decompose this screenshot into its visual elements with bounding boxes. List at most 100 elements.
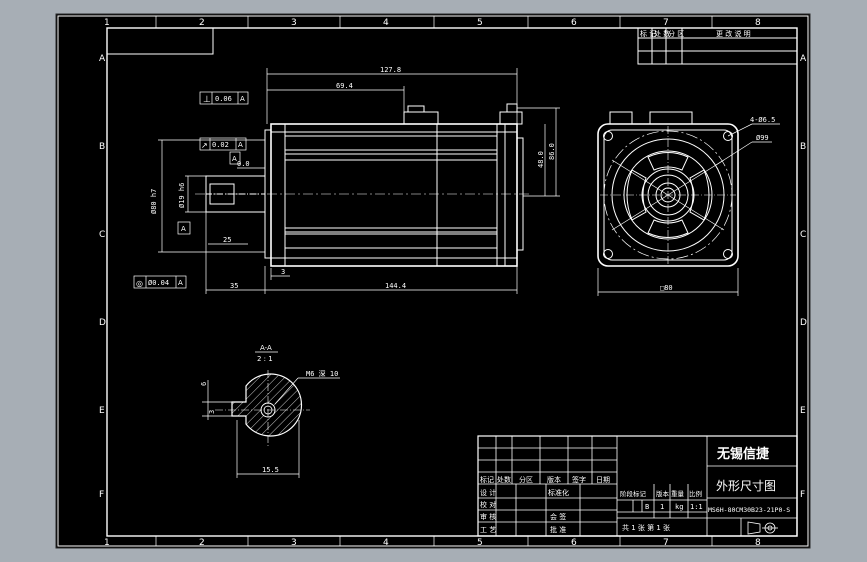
border-row-label: C <box>800 230 806 240</box>
tb-row-check: 校 对 <box>480 500 496 509</box>
title-block-text: 无锡信捷 外形尺寸图 MS6H-80CM30B23-21P0-S 标记 处数 分… <box>480 446 790 534</box>
side-view-dim-text: 4-Ø6.5 Ø99 □80 <box>660 116 775 292</box>
section-title: A-A <box>260 344 272 352</box>
border-column-label: 3 <box>291 18 297 28</box>
border-column-label: 5 <box>477 538 483 548</box>
tb-std-label: 标准化 <box>548 488 569 497</box>
dim-pcd: Ø99 <box>756 134 769 142</box>
runout-tol-symbol: ↗ <box>201 141 208 150</box>
title-block <box>477 435 798 537</box>
perp-tol-value: 0.06 <box>215 95 232 103</box>
border-row-label: D <box>800 318 807 328</box>
tb-col-zone: 分区 <box>519 475 533 484</box>
border-column-label: 7 <box>663 538 669 548</box>
tb-stage-value-scale: 1:1 <box>690 503 703 511</box>
border-column-label: 6 <box>571 538 577 548</box>
dim-thread: M6 深 10 <box>306 369 338 378</box>
rev-col-count: 处 数 <box>654 29 670 38</box>
tb-col-date: 日期 <box>596 476 610 484</box>
tb-row-process: 工 艺 <box>480 526 496 534</box>
border-column-label: 5 <box>477 18 483 28</box>
dim-key-width: 6 <box>200 382 208 386</box>
conc-tol-symbol: ◎ <box>136 279 143 288</box>
projection-symbol <box>747 521 778 535</box>
runout-tol-value: 0.02 <box>212 141 229 149</box>
conc-tol-datum: A <box>178 279 183 287</box>
tb-stage-mark: 阶段标记 <box>620 489 647 498</box>
tb-stage-value-version: 1 <box>660 503 664 511</box>
dim-height-a: 48.0 <box>537 151 545 168</box>
tb-col-sign: 签字 <box>572 475 586 484</box>
border-row-label: B <box>800 142 806 152</box>
perp-tol-symbol: ⊥ <box>203 95 211 105</box>
border-row-label: E <box>99 406 105 416</box>
border-column-label: 6 <box>571 18 577 28</box>
revision-table: 标 记 处 数 分 区 更 改 说 明 <box>637 27 798 65</box>
border-row-label: C <box>99 230 105 240</box>
border-column-label: 1 <box>104 538 110 548</box>
border-column-label: 4 <box>383 18 389 28</box>
dim-flange-gap: 0.0 <box>237 160 250 168</box>
dim-width: 15.5 <box>262 466 279 474</box>
border-row-label: F <box>99 490 104 500</box>
tb-stage-weight: 重量 <box>671 490 685 498</box>
conc-tol-value: Ø0.04 <box>148 279 169 287</box>
dim-inner-length: 69.4 <box>336 82 353 90</box>
border-row-label: B <box>99 142 105 152</box>
border-column-label: 8 <box>755 18 761 28</box>
dim-holes: 4-Ø6.5 <box>750 116 775 124</box>
border-column-label: 4 <box>383 538 389 548</box>
dim-body-len: 144.4 <box>385 282 406 290</box>
front-view-dim-text: 127.8 69.4 0.0 Ø80 h7 Ø19 h6 25 35 144.4… <box>136 66 556 290</box>
side-view <box>597 111 780 296</box>
tb-col-count: 处数 <box>497 475 511 484</box>
tb-batch-label: 批 准 <box>550 525 566 534</box>
dim-total-length: 127.8 <box>380 66 401 74</box>
model-code: MS6H-80CM30B23-21P0-S <box>708 506 790 514</box>
border-column-label: 8 <box>755 538 761 548</box>
tb-col-mark: 标记 <box>480 475 494 484</box>
front-view-dimensions <box>133 68 560 294</box>
dim-height-b: 86.0 <box>548 143 556 160</box>
tb-approve-label: 会 签 <box>550 512 566 521</box>
border-row-label: E <box>800 406 806 416</box>
dim-shaft-dia: Ø19 h6 <box>178 183 186 208</box>
border-column-label: 7 <box>663 18 669 28</box>
border-column-label: 2 <box>199 18 205 28</box>
runout-tol-datum: A <box>238 141 243 149</box>
border-column-label: 1 <box>104 18 110 28</box>
drawing-name: 外形尺寸图 <box>716 479 776 493</box>
dim-key-len: 25 <box>223 236 231 244</box>
tb-row-design: 设 计 <box>480 488 496 497</box>
tb-stage-value-mark: B <box>645 503 649 511</box>
tb-stage-version: 版本 <box>656 489 670 498</box>
dim-key-depth: 3 <box>208 410 216 414</box>
border-row-label: F <box>800 490 805 500</box>
perp-tol-datum: A <box>240 95 245 103</box>
border-column-label: 3 <box>291 538 297 548</box>
tb-stage-value-weight: kg <box>675 503 683 511</box>
tb-row-review: 审 核 <box>480 512 496 521</box>
dim-shaft-len: 35 <box>230 282 238 290</box>
border-row-label: A <box>99 54 106 64</box>
section-marker: A <box>232 155 237 163</box>
rev-col-desc: 更 改 说 明 <box>716 29 751 38</box>
tb-sheet-info: 共 1 张 第 1 张 <box>622 523 670 532</box>
rev-col-zone: 分 区 <box>668 29 684 38</box>
front-view <box>195 103 530 267</box>
border-row-label: A <box>800 54 807 64</box>
tb-stage-scale: 比例 <box>689 489 702 498</box>
section-scale: 2 : 1 <box>257 355 273 363</box>
border-column-label: 2 <box>199 538 205 548</box>
border-column-labels: 1 1 2 2 3 3 4 4 5 5 6 6 7 7 8 8 <box>104 16 761 548</box>
section-view: A-A 2 : 1 M6 深 10 6 3 15.5 <box>200 344 340 478</box>
border-row-label: D <box>99 318 106 328</box>
dim-pilot-dia: Ø80 h7 <box>150 189 158 214</box>
dim-small-gap: 3 <box>281 268 285 276</box>
rev-col-mark: 标 记 <box>640 29 656 38</box>
company-name: 无锡信捷 <box>716 446 770 462</box>
dim-square: □80 <box>660 284 673 292</box>
tb-col-version: 版本 <box>547 475 561 484</box>
